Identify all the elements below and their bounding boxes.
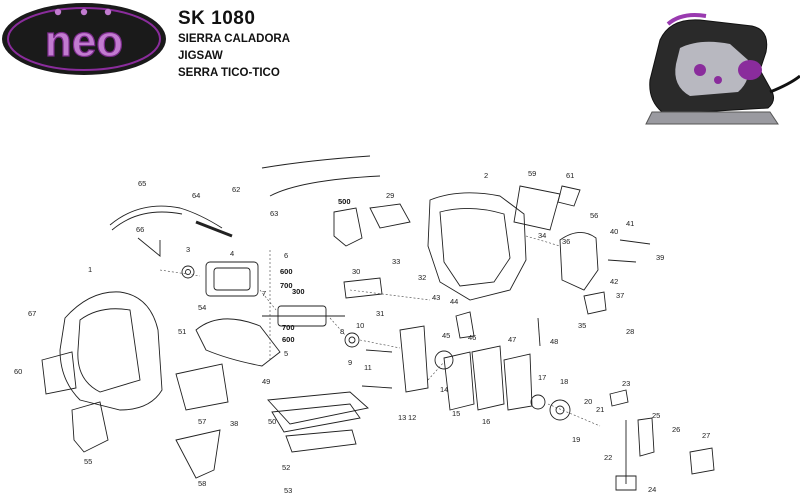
product-name-en: JIGSAW (178, 50, 223, 62)
part-number: 38 (230, 419, 238, 428)
value-label: 300 (292, 287, 305, 296)
part-number: 50 (268, 417, 276, 426)
part-number: 60 (14, 367, 22, 376)
part-number: 46 (468, 333, 476, 342)
part-number: 55 (84, 457, 92, 466)
part-number: 11 (364, 363, 372, 372)
part-number: 18 (560, 377, 568, 386)
part-number: 27 (702, 431, 710, 440)
part-number: 56 (590, 211, 598, 220)
value-label: 500 (338, 197, 351, 206)
part-number: 26 (672, 425, 680, 434)
part-number: 28 (626, 327, 634, 336)
part-number: 48 (550, 337, 558, 346)
part-number: 44 (450, 297, 458, 306)
part-number: 57 (198, 417, 206, 426)
part-number: 24 (648, 485, 656, 494)
part-number: 15 (452, 409, 460, 418)
part-number: 45 (442, 331, 450, 340)
part-number: 14 (440, 385, 448, 394)
part-number: 5 (284, 349, 288, 358)
part-number: 53 (284, 486, 292, 495)
product-name-es: SIERRA CALADORA (178, 33, 291, 45)
part-number: 34 (538, 231, 546, 240)
part-number: 2 (484, 171, 488, 180)
part-number: 25 (652, 411, 660, 420)
part-number: 47 (508, 335, 516, 344)
part-number: 54 (198, 303, 206, 312)
part-number: 35 (578, 321, 586, 330)
part-number: 3 (186, 245, 190, 254)
part-number: 32 (418, 273, 426, 282)
part-number: 6 (284, 251, 288, 260)
part-number: 13 (398, 413, 406, 422)
part-number: 61 (566, 171, 574, 180)
part-number: 62 (232, 185, 240, 194)
part-number: 23 (622, 379, 630, 388)
part-number: 39 (656, 253, 664, 262)
part-number: 41 (626, 219, 634, 228)
part-number: 4 (230, 249, 234, 258)
part-number: 66 (136, 225, 144, 234)
bold-value-labels: 500 600 700 300 700 600 (280, 197, 351, 344)
part-number: 36 (562, 237, 570, 246)
part-number: 52 (282, 463, 290, 472)
part-number: 7 (262, 289, 266, 298)
part-number: 30 (352, 267, 360, 276)
part-number: 51 (178, 327, 186, 336)
part-number: 42 (610, 277, 618, 286)
part-number: 67 (28, 309, 36, 318)
part-number: 58 (198, 479, 206, 488)
part-number: 29 (386, 191, 394, 200)
part-number: 10 (356, 321, 364, 330)
product-name-pt: SERRA TICO-TICO (178, 67, 280, 79)
part-number: 22 (604, 453, 612, 462)
assembly-guides (159, 235, 601, 427)
part-number: 31 (376, 309, 384, 318)
model-number: SK 1080 (178, 8, 256, 29)
part-number: 49 (262, 377, 270, 386)
part-number: 63 (270, 209, 278, 218)
part-number: 12 (408, 413, 416, 422)
part-number: 21 (596, 405, 604, 414)
value-label: 600 (280, 267, 293, 276)
part-number-callouts: 1 2 3 4 5 6 7 8 9 10 11 12 13 14 15 16 1… (14, 169, 710, 495)
value-label: 700 (280, 281, 293, 290)
product-title-block: SK 1080 SIERRA CALADORA JIGSAW SERRA TIC… (178, 8, 478, 81)
part-number: 19 (572, 435, 580, 444)
part-outlines (41, 155, 715, 491)
neo-logo: neo (2, 3, 166, 75)
part-number: 33 (392, 257, 400, 266)
logo-text: neo (45, 17, 123, 66)
value-label: 600 (282, 335, 295, 344)
part-number: 65 (138, 179, 146, 188)
part-number: 64 (192, 191, 200, 200)
part-number: 40 (610, 227, 618, 236)
part-number: 1 (88, 265, 92, 274)
part-number: 16 (482, 417, 490, 426)
part-number: 59 (528, 169, 536, 178)
part-number: 20 (584, 397, 592, 406)
part-number: 9 (348, 358, 352, 367)
part-number: 37 (616, 291, 624, 300)
value-label: 700 (282, 323, 295, 332)
part-number: 8 (340, 327, 344, 336)
jigsaw-product-photo (645, 13, 800, 125)
part-number: 43 (432, 293, 440, 302)
part-number: 17 (538, 373, 546, 382)
